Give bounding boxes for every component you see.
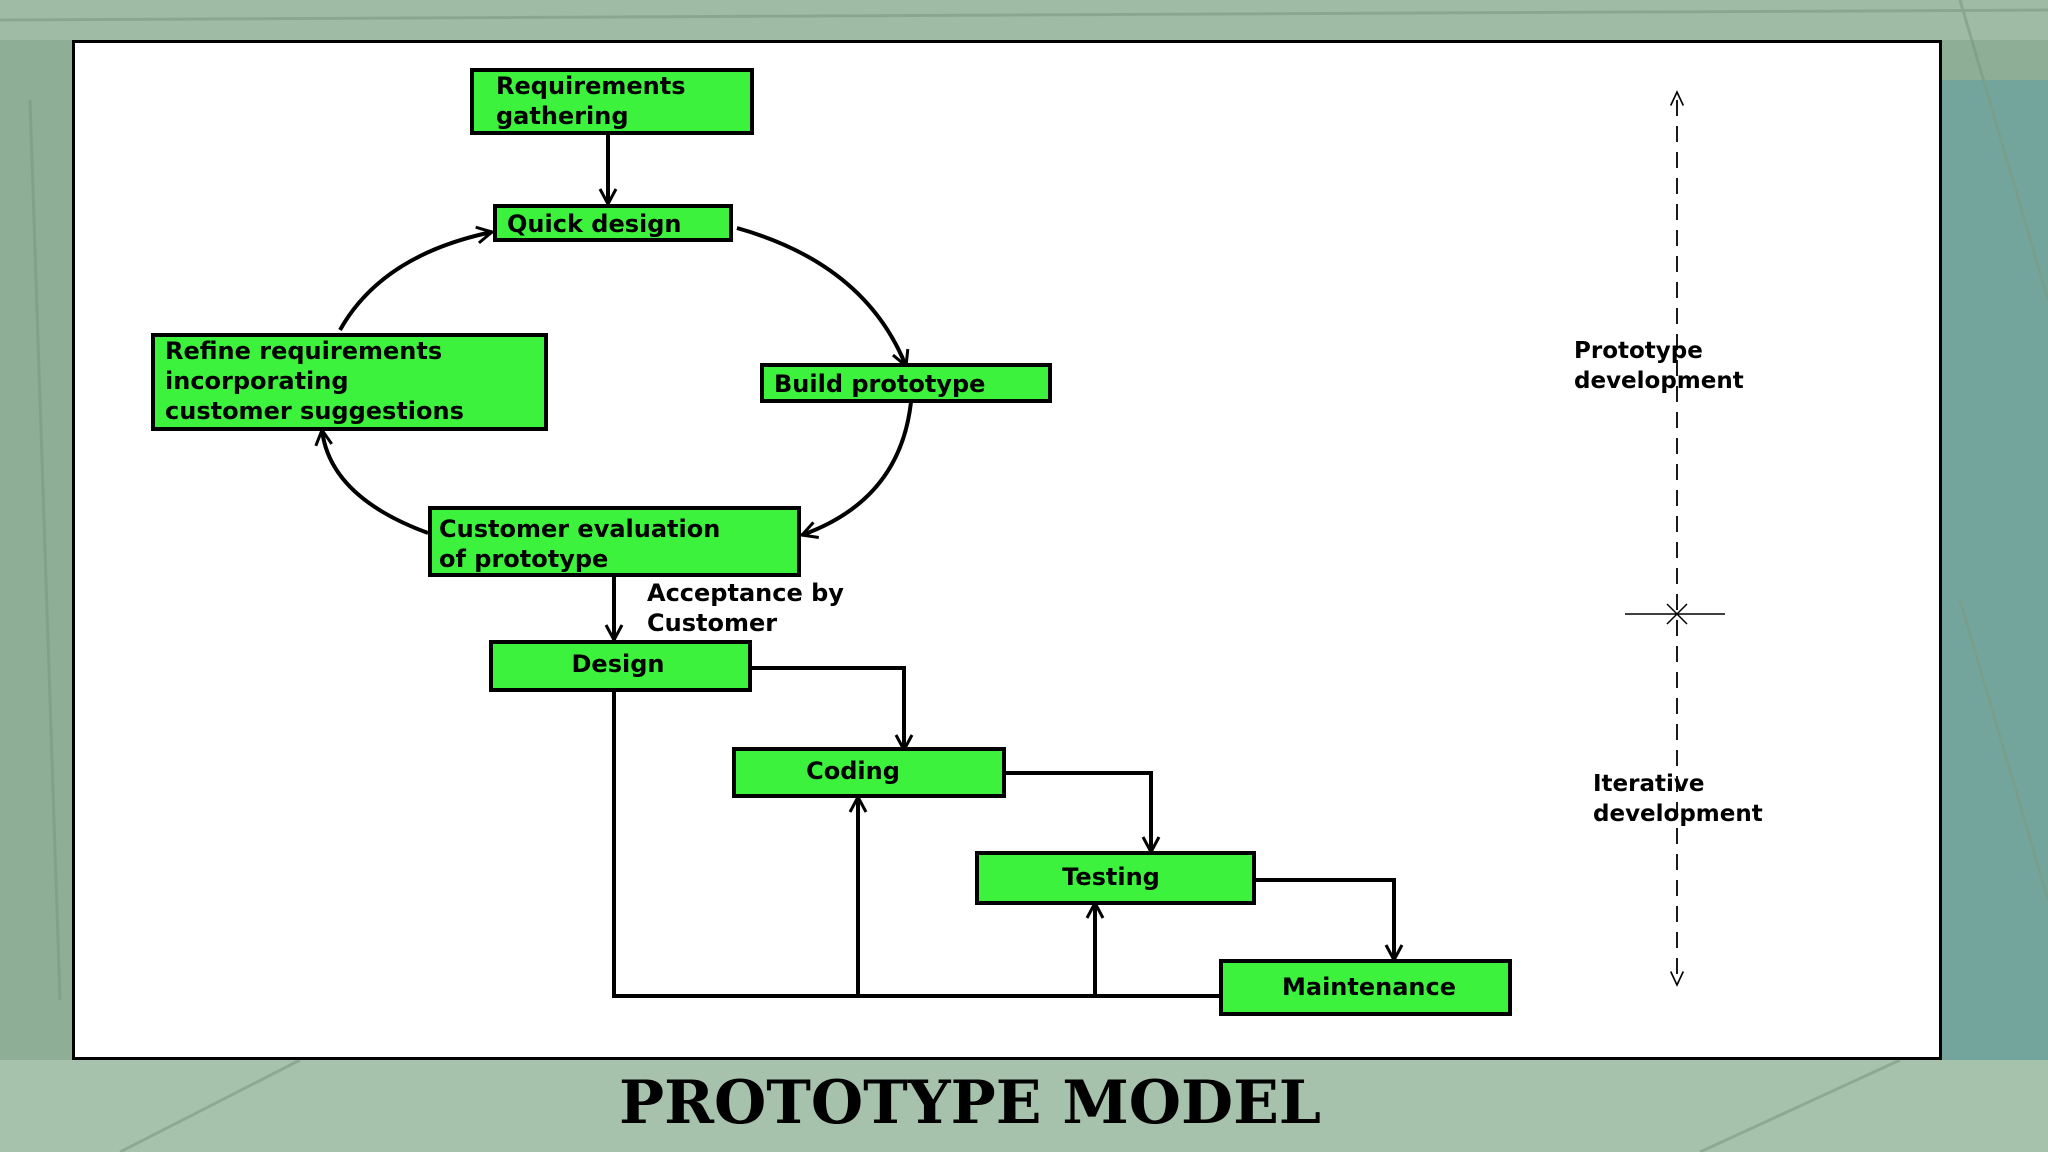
customer-evaluation-text: Customer evaluation of prototype [439,515,729,573]
quick-design-text: Quick design [507,210,682,238]
refine-requirements-box: Refine requirements incorporating custom… [151,333,548,431]
coding-box: Coding [732,747,1006,798]
design-text: Design [572,650,665,678]
development-axis [1625,90,1725,987]
arrow-evaluation-to-refine [322,430,429,535]
maintenance-box: Maintenance [1219,959,1512,1016]
requirements-gathering-text: Requirements gathering [496,72,694,130]
customer-evaluation-box: Customer evaluation of prototype [428,506,801,577]
build-prototype-text: Build prototype [774,370,985,398]
quick-design-box: Quick design [493,204,733,242]
arrow-refine-to-quick-design [338,232,492,331]
arrow-quick-design-to-build-prototype [736,226,906,366]
prototype-development-label: Prototype development [1574,338,1744,394]
refine-requirements-text: Refine requirements incorporating custom… [165,337,464,425]
arrow-coding-to-testing [1004,771,1151,852]
iterative-development-label: Iterative development [1593,771,1763,827]
page-title: PROTOTYPE MODEL [618,1068,1321,1138]
arrow-build-prototype-to-evaluation [802,401,913,535]
feedback-line-base [612,690,1220,998]
design-box: Design [489,640,752,692]
coding-text: Coding [806,757,900,785]
acceptance-by-customer-label: Acceptance by Customer [647,579,852,637]
connectors [322,133,1394,998]
testing-box: Testing [975,851,1256,905]
testing-text: Testing [1062,863,1160,891]
maintenance-text: Maintenance [1282,973,1456,1001]
build-prototype-box: Build prototype [760,363,1052,403]
requirements-gathering-box: Requirements gathering [470,68,754,135]
arrow-design-to-coding [751,666,904,750]
arrow-testing-to-maintenance [1254,878,1394,960]
